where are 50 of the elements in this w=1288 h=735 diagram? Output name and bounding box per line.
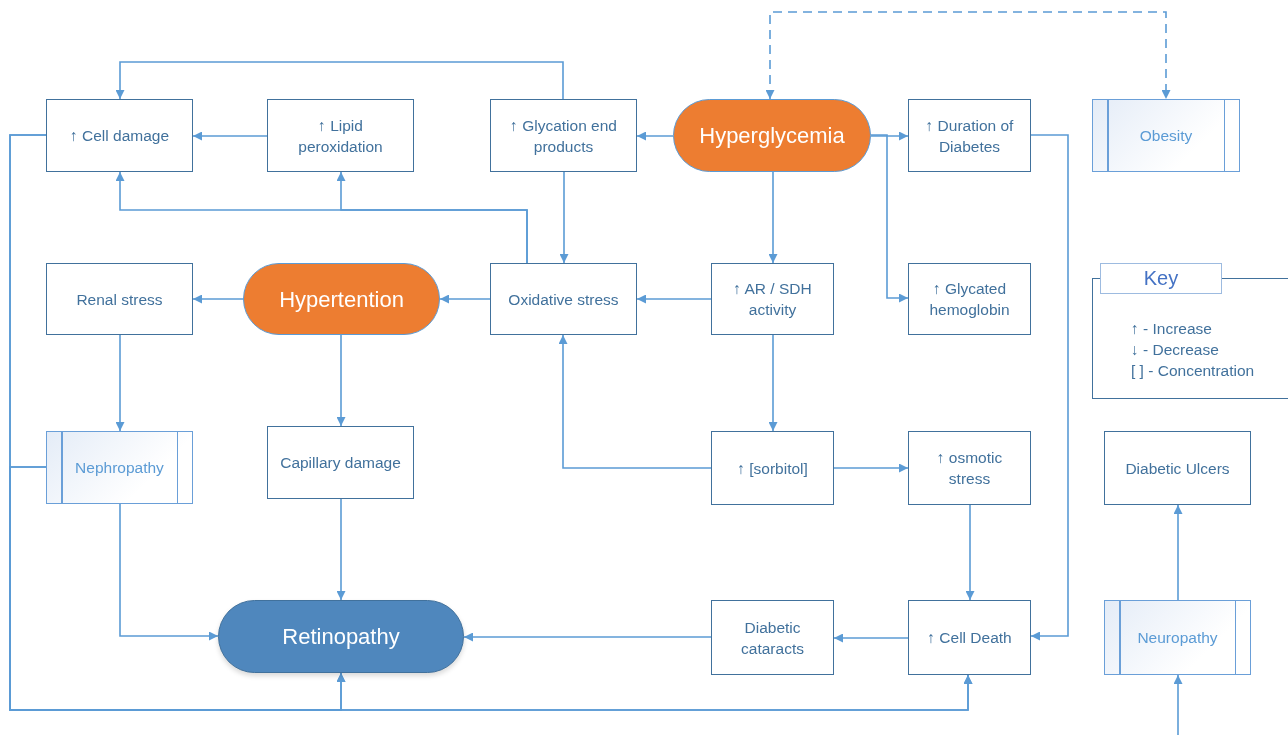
legend-entry: [ ] - Concentration (1131, 361, 1255, 381)
process-box: ↑ Lipid peroxidation (267, 99, 414, 172)
process-box: ↑ [sorbitol] (711, 431, 834, 505)
subprocess-box: Obesity (1092, 99, 1240, 172)
subprocess-box: Nephropathy (46, 431, 193, 504)
subprocess-box: Neuropathy (1104, 600, 1251, 675)
arrow (1030, 134, 1069, 641)
arrow (119, 503, 219, 641)
process-box: Capillary damage (267, 426, 414, 499)
arrow (463, 632, 712, 642)
arrow (965, 504, 975, 601)
arrow (636, 131, 674, 141)
arrow (439, 294, 491, 304)
legend-entry: ↓ - Decrease (1131, 340, 1220, 360)
process-box: Diabetic Ulcers (1104, 431, 1251, 505)
arrow (768, 171, 778, 264)
process-box: ↑ Glycation end products (490, 99, 637, 172)
process-box: Oxidative stress (490, 263, 637, 335)
arrow (768, 334, 778, 432)
arrow (192, 131, 268, 141)
process-box: ↑ osmotic stress (908, 431, 1031, 505)
arrow (115, 334, 125, 432)
dashed-arrow (765, 11, 1171, 100)
terminal-pill: Hyperglycemia (673, 99, 871, 172)
terminal-pill: Retinopathy (218, 600, 464, 673)
process-box: Renal stress (46, 263, 193, 335)
arrow (336, 498, 346, 601)
process-box: ↑ Cell Death (908, 600, 1031, 675)
arrow (636, 294, 712, 304)
process-box: ↑ AR / SDH activity (711, 263, 834, 335)
process-box: ↑ Duration of Diabetes (908, 99, 1031, 172)
arrow (559, 171, 569, 264)
arrow (558, 334, 712, 469)
arrow (336, 334, 346, 427)
arrow (833, 463, 909, 473)
arrow (833, 633, 909, 643)
arrow (192, 294, 244, 304)
terminal-pill: Hypertention (243, 263, 440, 335)
arrow (336, 171, 528, 264)
arrow (9, 466, 973, 711)
arrow (870, 131, 909, 141)
arrow (1173, 674, 1183, 735)
arrow (870, 134, 909, 303)
legend-entry: ↑ - Increase (1131, 319, 1213, 339)
legend-title: Key (1100, 263, 1222, 294)
arrow (1173, 504, 1183, 601)
process-box: ↑ Glycated hemoglobin (908, 263, 1031, 335)
process-box: Diabetic cataracts (711, 600, 834, 675)
process-box: ↑ Cell damage (46, 99, 193, 172)
arrow (115, 61, 564, 100)
